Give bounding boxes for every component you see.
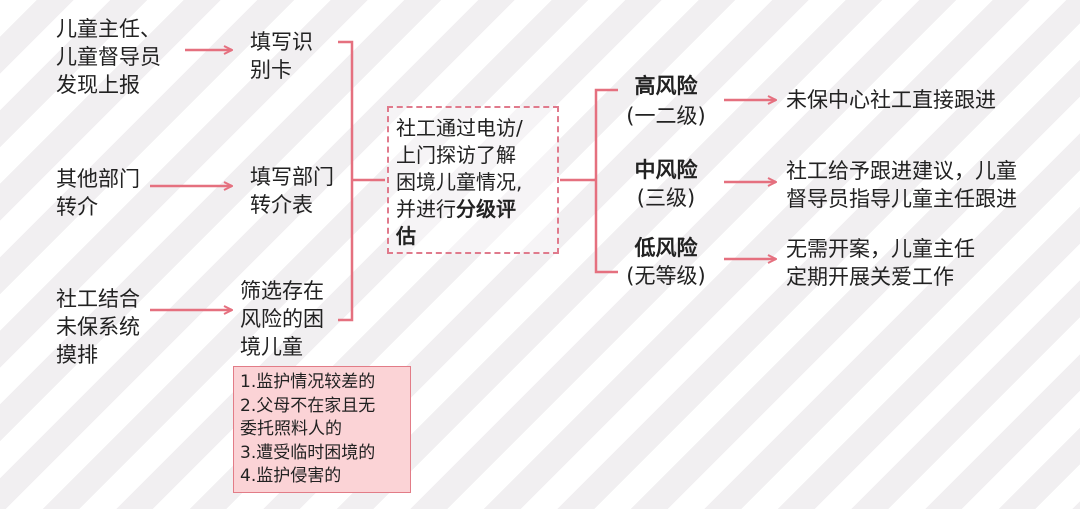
method-1-line-2: 别卡: [250, 58, 292, 82]
risk-low-level: (无等级): [626, 264, 706, 288]
assessment-line-4: 并进行分级评: [396, 196, 523, 223]
risk-high-level: (一二级): [626, 104, 706, 128]
criteria-3: 3.遭受临时困境的: [240, 443, 376, 463]
outcome-low: 无需开案，儿童主任 定期开展关爱工作: [786, 235, 975, 291]
risk-mid-level: (三级): [636, 186, 696, 210]
assessment-line-4-bold: 分级评: [456, 197, 516, 221]
method-2-line-2: 转介表: [250, 193, 313, 217]
assessment-line-2: 上门探访了解: [396, 143, 516, 167]
risk-low-title: 低风险: [634, 236, 698, 260]
criteria-4: 4.监护侵害的: [240, 466, 342, 486]
source-3-line-3: 摸排: [56, 343, 98, 367]
criteria-2-cont: 委托照料人的: [240, 419, 342, 439]
source-3-line-2: 未保系统: [56, 315, 140, 339]
method-1: 填写识 别卡: [250, 28, 313, 84]
assessment-line-1: 社工通过电访/: [396, 116, 523, 140]
method-3: 筛选存在 风险的困 境儿童: [240, 277, 324, 361]
assessment-line-3: 困境儿童情况,: [396, 170, 523, 194]
source-1-line-1: 儿童主任、: [56, 17, 161, 41]
criteria-2: 2.父母不在家且无: [240, 396, 376, 416]
method-2: 填写部门 转介表: [250, 163, 334, 219]
left-bracket: [338, 40, 354, 322]
outcome-low-line-1: 无需开案，儿童主任: [786, 237, 975, 261]
assessment-text: 社工通过电访/ 上门探访了解 困境儿童情况, 并进行分级评 估: [396, 115, 523, 250]
method-3-line-2: 风险的困: [240, 307, 324, 331]
assessment-line-4-prefix: 并进行: [396, 197, 456, 221]
assessment-line-5-bold: 估: [396, 224, 416, 248]
source-2: 其他部门 转介: [56, 165, 140, 221]
assessment-box: [387, 106, 559, 254]
criteria-note-box: [233, 366, 411, 493]
outcome-high-line-1: 未保中心社工直接跟进: [786, 88, 996, 112]
right-bracket: [594, 88, 618, 274]
method-3-line-1: 筛选存在: [240, 279, 324, 303]
source-1-line-2: 儿童督导员: [56, 45, 161, 69]
source-1: 儿童主任、 儿童督导员 发现上报: [56, 15, 161, 99]
outcome-mid: 社工给予跟进建议，儿童 督导员指导儿童主任跟进: [786, 157, 1017, 213]
method-3-line-3: 境儿童: [240, 335, 303, 359]
criteria-1: 1.监护情况较差的: [240, 372, 376, 392]
source-3-line-1: 社工结合: [56, 287, 140, 311]
method-1-line-1: 填写识: [250, 30, 313, 54]
source-2-line-2: 转介: [56, 195, 98, 219]
outcome-low-line-2: 定期开展关爱工作: [786, 265, 954, 289]
assessment-line-5: 估: [396, 223, 523, 250]
outcome-mid-line-1: 社工给予跟进建议，儿童: [786, 159, 1017, 183]
source-3: 社工结合 未保系统 摸排: [56, 285, 140, 369]
method-2-line-1: 填写部门: [250, 165, 334, 189]
outcome-high: 未保中心社工直接跟进: [786, 86, 996, 114]
risk-mid-title: 中风险: [634, 158, 698, 182]
source-1-line-3: 发现上报: [56, 73, 140, 97]
risk-high-title: 高风险: [634, 74, 698, 98]
source-2-line-1: 其他部门: [56, 167, 140, 191]
outcome-mid-line-2: 督导员指导儿童主任跟进: [786, 187, 1017, 211]
